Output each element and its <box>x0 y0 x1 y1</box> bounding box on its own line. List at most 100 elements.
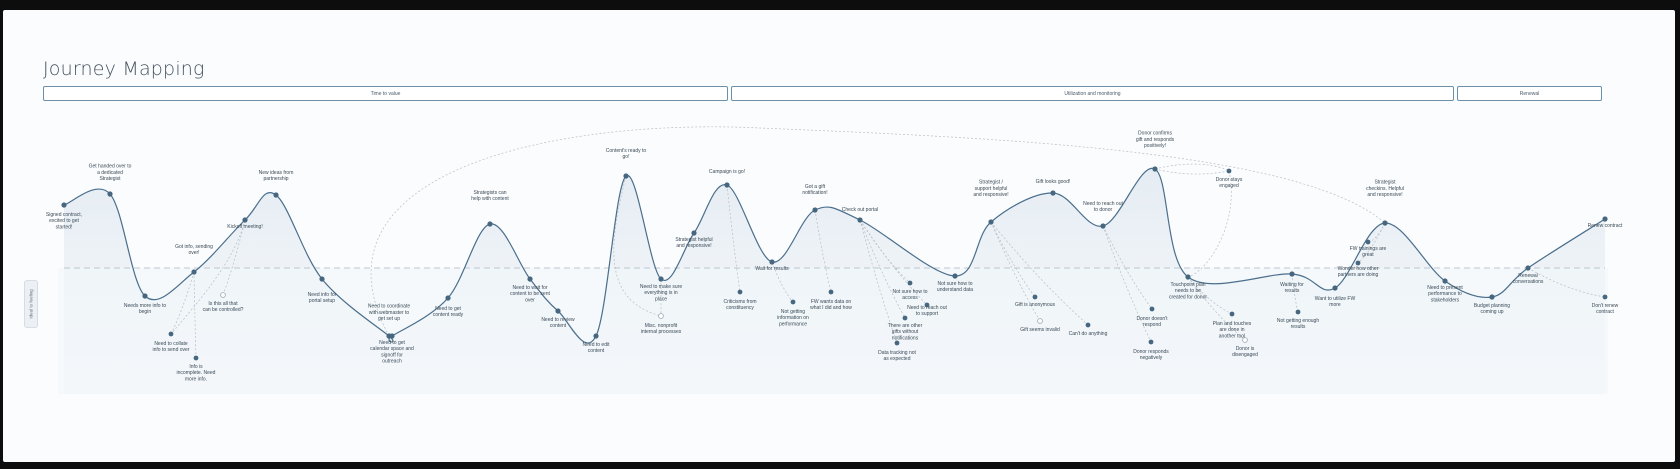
journey-point[interactable] <box>769 259 775 265</box>
page-title: Journey Mapping <box>43 58 205 80</box>
side-point[interactable] <box>907 280 913 286</box>
journey-point[interactable] <box>1100 223 1106 229</box>
journey-point[interactable] <box>527 276 533 282</box>
journey-point[interactable] <box>555 308 561 314</box>
side-point[interactable] <box>737 289 743 295</box>
side-point[interactable] <box>1229 311 1235 317</box>
phase-time-to-value[interactable]: Time to value <box>43 86 728 101</box>
side-point[interactable] <box>790 299 796 305</box>
journey-point[interactable] <box>623 173 629 179</box>
journey-point[interactable] <box>691 230 697 236</box>
journey-point[interactable] <box>724 182 730 188</box>
journey-point[interactable] <box>61 202 67 208</box>
journey-point[interactable] <box>273 192 279 198</box>
side-connector <box>1102 225 1152 343</box>
side-point[interactable] <box>1226 168 1232 174</box>
journey-point[interactable] <box>1185 274 1191 280</box>
side-point[interactable] <box>1032 294 1038 300</box>
side-connector <box>771 261 794 303</box>
journey-point-label: Kickoff meeting! <box>227 224 262 230</box>
journey-point[interactable] <box>389 333 395 339</box>
side-point[interactable] <box>1295 309 1301 315</box>
journey-point[interactable] <box>142 293 148 299</box>
journey-point[interactable] <box>952 273 958 279</box>
side-point[interactable] <box>1365 239 1371 245</box>
side-point[interactable] <box>1148 339 1154 345</box>
side-connector <box>990 221 1041 322</box>
journey-point[interactable] <box>487 221 493 227</box>
side-point[interactable] <box>1085 322 1091 328</box>
journey-point[interactable] <box>857 217 863 223</box>
journey-point[interactable] <box>1489 294 1495 300</box>
side-connector <box>1357 222 1386 264</box>
side-connector <box>726 184 741 293</box>
side-point[interactable] <box>658 313 664 319</box>
side-connector <box>859 219 928 306</box>
low-zone <box>58 268 1608 394</box>
side-connector <box>170 271 195 335</box>
side-point[interactable] <box>1602 294 1608 300</box>
journey-point[interactable] <box>812 207 818 213</box>
journey-point[interactable] <box>658 276 664 282</box>
side-point[interactable] <box>1242 337 1248 343</box>
side-point[interactable] <box>902 315 908 321</box>
side-point[interactable] <box>193 355 199 361</box>
journey-point[interactable] <box>1289 271 1295 277</box>
side-point[interactable] <box>168 331 174 337</box>
side-point[interactable] <box>1037 318 1043 324</box>
side-connector <box>859 219 898 344</box>
journey-point[interactable] <box>593 333 599 339</box>
side-point[interactable] <box>1355 260 1361 266</box>
side-point[interactable] <box>1149 306 1155 312</box>
journey-point[interactable] <box>242 217 248 223</box>
side-connector <box>1187 276 1246 341</box>
journey-point-label: Check out portal <box>842 207 878 213</box>
journey-point[interactable] <box>1050 190 1056 196</box>
journey-curve <box>63 167 1606 344</box>
journey-point[interactable] <box>319 276 325 282</box>
journey-point-label: Campaign is go! <box>709 169 745 175</box>
side-point[interactable] <box>220 292 226 298</box>
side-connector <box>1527 267 1606 298</box>
side-point-label: Gift is anonymous <box>1015 302 1056 308</box>
journey-point[interactable] <box>1442 278 1448 284</box>
feeling-axis-tab[interactable]: Ideal to feeling <box>24 280 38 328</box>
side-point[interactable] <box>828 289 834 295</box>
phase-utilization[interactable]: Utilization and monitoring <box>731 86 1454 101</box>
journey-point[interactable] <box>1382 220 1388 226</box>
side-point[interactable] <box>924 302 930 308</box>
journey-point[interactable] <box>445 295 451 301</box>
journey-point[interactable] <box>1525 265 1531 271</box>
journey-point[interactable] <box>1602 216 1608 222</box>
side-point[interactable] <box>894 340 900 346</box>
journey-point[interactable] <box>107 191 113 197</box>
phase-renewal[interactable]: Renewal <box>1457 86 1602 101</box>
journey-point[interactable] <box>1152 166 1158 172</box>
journey-point[interactable] <box>988 219 994 225</box>
journey-point[interactable] <box>1332 285 1338 291</box>
journey-point[interactable] <box>191 269 197 275</box>
